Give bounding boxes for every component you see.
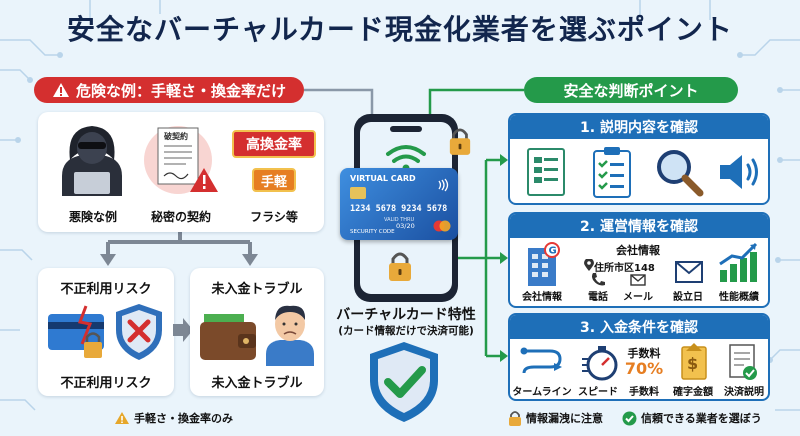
fraud-risk-card: 不正利用リスク 不正利用リスク (38, 268, 174, 396)
feature-subtitle: (カード情報だけで決済可能) (338, 325, 474, 337)
operator-label-company: 会社情報 (522, 292, 562, 303)
fraud-risk-caption: 不正利用リスク (60, 376, 152, 391)
company-head: 会社情報 (616, 244, 660, 257)
feature-title: バーチャルカード特性 (336, 307, 476, 323)
unpaid-trouble-title: 未入金トラブル (211, 282, 303, 297)
payment-label-speed: スピード (578, 387, 618, 398)
money-stack-icon: $ (681, 343, 707, 380)
fee-value: 70% (624, 359, 664, 378)
phone-icon (592, 273, 605, 286)
high-rate-sign-text: 高換金率 (246, 137, 302, 153)
card-network-logo (433, 220, 451, 232)
payment-document-icon (729, 344, 757, 380)
operator-label-performance: 性能概績 (719, 292, 759, 303)
danger-examples-card: 悪険な例 破契約 秘密の契約 高換金率 手軽 フラシ等 (38, 112, 324, 232)
checklist-icon (593, 147, 631, 198)
card-valid-label: VALID THRU (384, 217, 415, 223)
operator-label-mail: メール (623, 292, 653, 303)
check-explanation-panel: 1. 説明内容を確認 (508, 113, 770, 205)
unpaid-trouble-card: 未入金トラブル 未入金トラブル (190, 268, 324, 396)
panel2-title: 2. 運営情報を確認 (510, 214, 768, 238)
safe-header-label: 安全な判断ポイント (563, 81, 699, 100)
location-pin-icon (584, 259, 594, 271)
page-title: 安全なバーチャルカード現金化業者を選ぶポイント (67, 13, 733, 46)
document-heading: 破契約 (164, 132, 188, 141)
check-operator-panel: 2. 運営情報を確認 G 会社情報 住所市区148 会社情報 電話 メール 設立… (508, 212, 770, 308)
fee-label: 手数料 (627, 347, 661, 360)
envelope-icon (675, 261, 703, 283)
fraud-risk-title: 不正利用リスク (60, 282, 152, 297)
high-rate-sign: 高換金率 (232, 130, 316, 158)
payment-label-explanation: 決済説明 (724, 387, 764, 398)
shield-check-icon (370, 342, 438, 422)
example-label-contract: 秘密の契約 (150, 210, 211, 224)
warning-icon (52, 83, 69, 97)
speaker-icon (720, 155, 758, 189)
contactless-icon (438, 178, 449, 192)
easy-sign-text: 手軽 (260, 174, 287, 190)
safe-header: 安全な判断ポイント (524, 77, 738, 103)
payment-label-timeline: タームライン (512, 387, 572, 398)
document-icon (527, 148, 565, 196)
unpaid-trouble-caption: 未入金トラブル (211, 376, 303, 391)
lock-icon (389, 252, 411, 281)
example-label-flyer: フラシ等 (250, 210, 298, 224)
warning-icon (115, 412, 129, 424)
note-check: 信頼できる業者を選ぼう (622, 410, 762, 426)
lock-icon (449, 128, 471, 155)
card-chip-icon (350, 187, 366, 199)
note-lock-text: 情報漏洩に注意 (526, 412, 603, 425)
panel1-title: 1. 説明内容を確認 (510, 115, 768, 139)
check-payment-panel: 3. 入金条件を確認 手数料 70% $ タームライン スピード 手数料 確字金… (508, 313, 770, 401)
left-footnote: 手軽さ・換金率のみ (114, 410, 233, 426)
operator-label-founded: 設立日 (673, 292, 703, 303)
timeline-icon (520, 347, 562, 374)
payment-label-fee: 手数料 (629, 387, 659, 398)
shield-cross-icon (116, 304, 162, 360)
arrow-right-icon (173, 318, 193, 342)
note-lock: 情報漏洩に注意 (508, 410, 603, 426)
note-check-text: 信頼できる業者を選ぼう (641, 412, 762, 425)
lock-small-icon (509, 411, 521, 426)
card-expiry: 03/20 (396, 222, 415, 230)
wallet-icon (200, 314, 256, 360)
virtual-card: VIRTUAL CARD 1234 5678 9234 5678 VALID T… (340, 168, 458, 240)
broken-card-icon (48, 305, 104, 358)
magnifier-icon (657, 150, 704, 197)
operator-label-phone: 電話 (588, 292, 608, 303)
payment-label-amount: 確字金額 (673, 387, 713, 398)
card-security: SECURITY CODE (350, 229, 395, 235)
hacker-icon (62, 126, 122, 196)
example-label-hacker: 悪険な例 (68, 210, 117, 224)
danger-header: 危険な例：手軽さ・換金率だけ (34, 77, 304, 103)
document-warning-icon (144, 126, 218, 194)
company-address: 住所市区148 (594, 263, 655, 274)
left-footnote-text: 手軽さ・換金率のみ (134, 412, 233, 425)
stopwatch-icon (582, 346, 618, 381)
card-brand: VIRTUAL CARD (350, 174, 416, 183)
easy-sign: 手軽 (252, 168, 296, 192)
card-number: 1234 5678 9234 5678 (350, 204, 448, 214)
danger-header-label: 危険な例：手軽さ・換金率だけ (75, 81, 286, 100)
svg-text:G: G (549, 246, 557, 257)
svg-text:$: $ (687, 354, 698, 373)
worried-person-icon (266, 305, 314, 366)
building-icon: G (528, 242, 560, 286)
growth-chart-icon (719, 242, 758, 282)
mail-small-icon (630, 274, 646, 286)
panel3-title: 3. 入金条件を確認 (510, 315, 768, 339)
check-circle-icon (622, 411, 637, 425)
